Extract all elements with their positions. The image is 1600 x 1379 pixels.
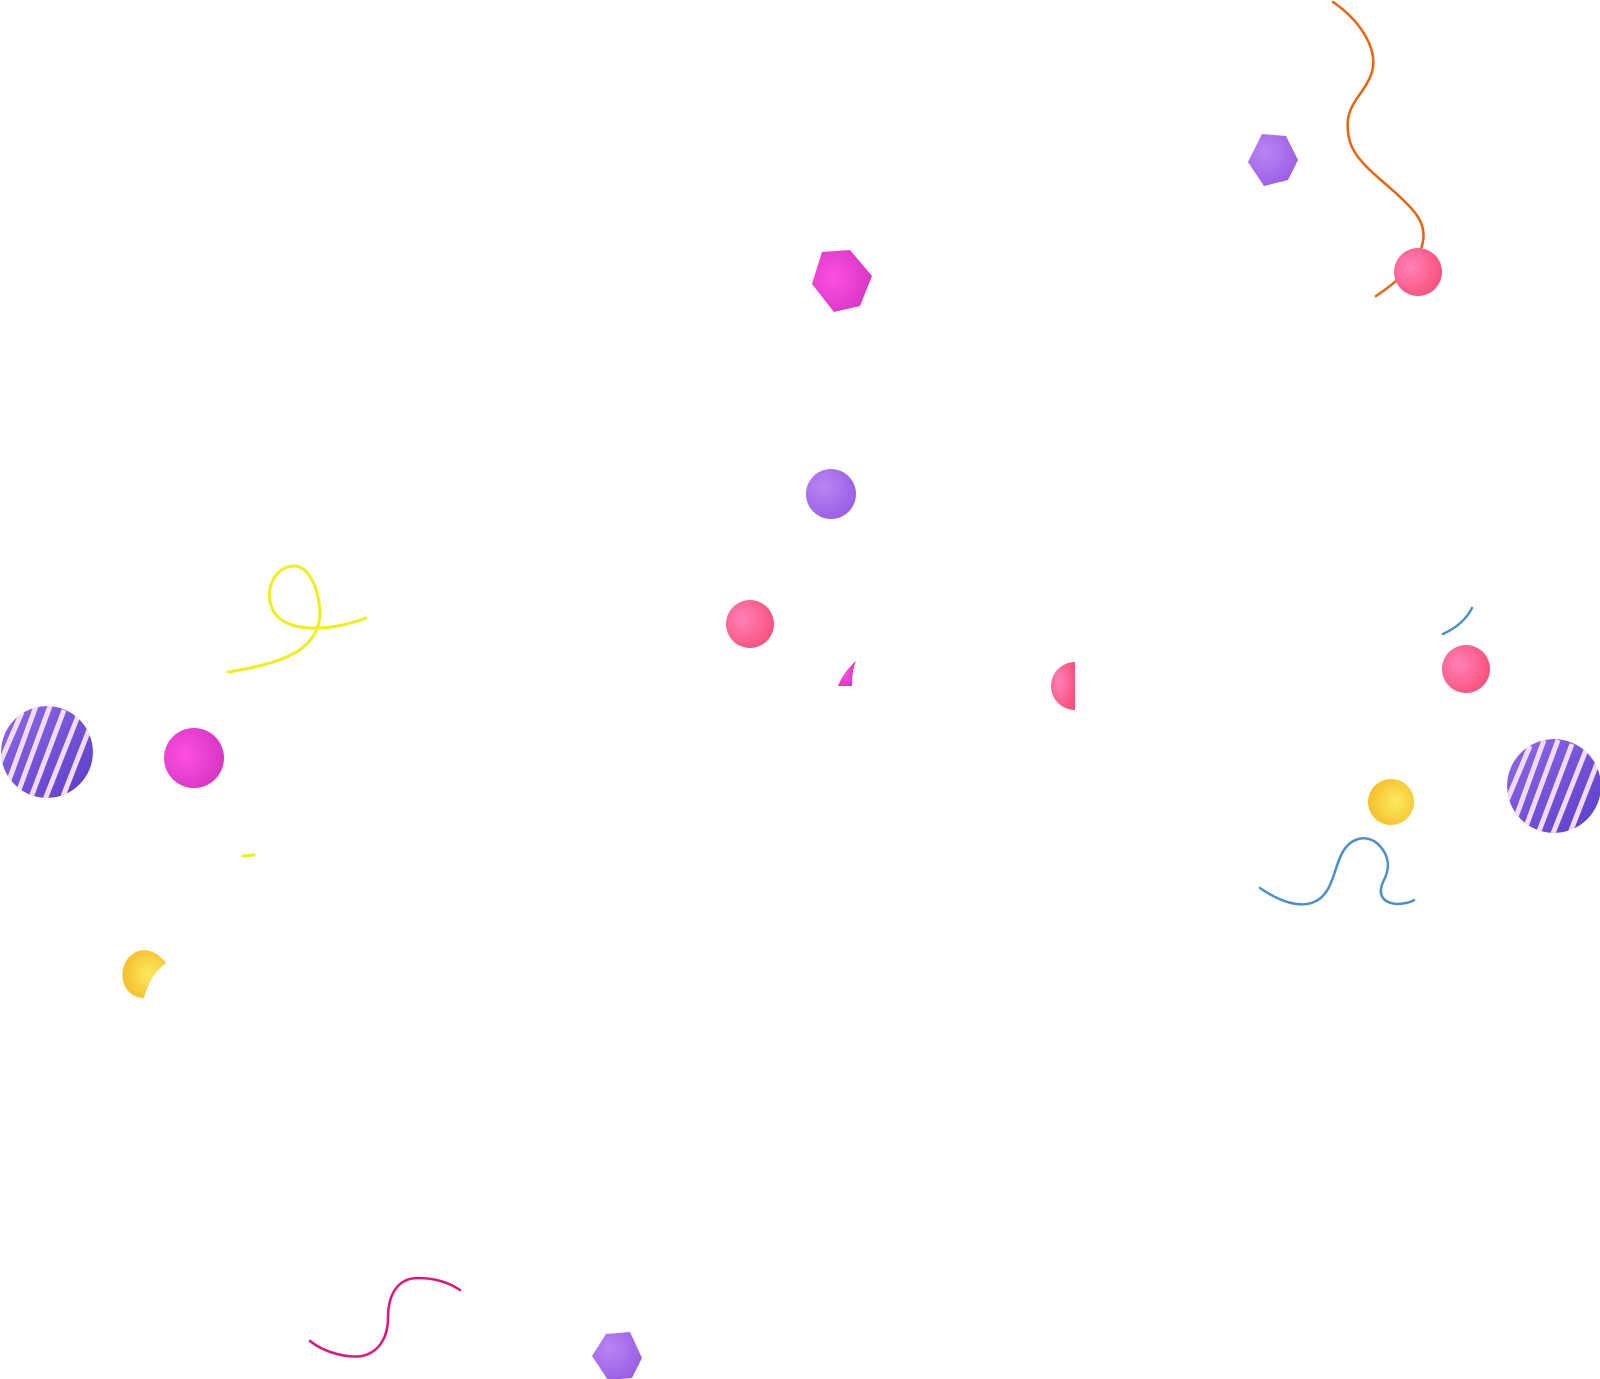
magenta-sliver-icon bbox=[838, 661, 856, 686]
purple-hexagon-icon bbox=[1248, 134, 1298, 186]
striped-violet-ball-icon bbox=[1507, 739, 1600, 833]
blue-arc-icon bbox=[1441, 606, 1474, 636]
yellow-ball-icon bbox=[1368, 779, 1414, 825]
magenta-ball-icon bbox=[164, 728, 224, 788]
yellow-dash-icon bbox=[241, 853, 256, 858]
orange-streamer-icon bbox=[1331, 0, 1425, 298]
striped-violet-ball-icon bbox=[1, 706, 93, 798]
pink-ball-icon bbox=[1442, 645, 1490, 693]
pink-ball-icon bbox=[726, 600, 774, 648]
pink-ball-icon bbox=[1394, 248, 1442, 296]
purple-hexagon-icon bbox=[592, 1332, 642, 1379]
crimson-streamer-icon bbox=[308, 1276, 462, 1358]
blue-wave-streamer-icon bbox=[1258, 837, 1416, 906]
yellow-loop-streamer-icon bbox=[226, 564, 368, 674]
purple-ball-icon bbox=[806, 469, 856, 519]
yellow-crescent-icon bbox=[122, 950, 166, 998]
magenta-hexagon-icon bbox=[812, 250, 872, 312]
pink-half-ball-icon bbox=[1051, 662, 1075, 710]
